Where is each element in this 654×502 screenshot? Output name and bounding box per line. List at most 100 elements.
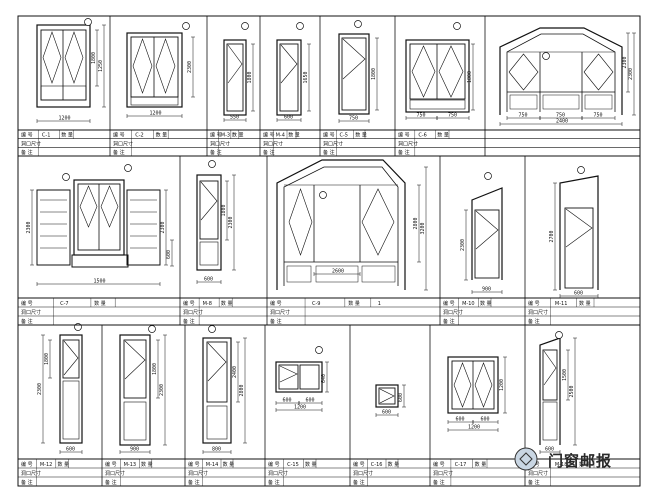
width-dim: 750 [349, 116, 358, 122]
height-dim-2: 2300 [628, 68, 634, 80]
table-size-label: 洞口尺寸 [21, 140, 41, 147]
table-qty-label: 数 量 [61, 132, 73, 139]
table-size-label: 洞口尺寸 [528, 309, 548, 316]
table-qty-label: 数 量 [223, 461, 235, 468]
table-qty-label: 数 量 [232, 132, 244, 139]
width-dim: 600 [574, 291, 583, 297]
table-qty-label: 数 量 [57, 461, 69, 468]
table-note-label: 备 注 [528, 479, 540, 486]
table-code-label: 编 号 [21, 461, 33, 468]
height-dim: 1800 [371, 68, 377, 80]
table-size-label: 洞口尺寸 [528, 470, 548, 477]
table-qty-label: 数 量 [221, 300, 233, 307]
table-code-value: M-12 [40, 462, 52, 468]
table-qty-label: 数 量 [437, 132, 449, 139]
table-size-label: 洞口尺寸 [398, 140, 418, 147]
table-size-label: 洞口尺寸 [263, 140, 283, 147]
table-code-value: M-11 [555, 301, 567, 307]
leader-marker [542, 52, 550, 60]
table-code-value: C-1 [42, 133, 50, 139]
table-code-value: C-2 [135, 133, 143, 139]
height-dim-2: 2300 [37, 383, 43, 395]
table-code-value: M-13 [124, 462, 136, 468]
table-note-label: 备 注 [21, 479, 33, 486]
table-code-label: 编 号 [353, 461, 365, 468]
table-code-label: 编 号 [443, 300, 455, 307]
height-dim-2: 2300 [228, 216, 234, 228]
table-code-value: M-14 [206, 462, 218, 468]
height-dim: 600 [398, 393, 404, 402]
table-note-label: 备 注 [270, 318, 282, 325]
table-size-label: 洞口尺寸 [323, 140, 343, 147]
leader-marker [484, 172, 492, 180]
leader-marker [577, 166, 585, 174]
height-dim: 1650 [303, 71, 309, 83]
height-dim: 1800 [247, 71, 253, 83]
height-dim: 1200 [499, 379, 505, 391]
table-qty-label: 数 量 [388, 461, 400, 468]
table-note-label: 备 注 [21, 318, 33, 325]
height-dim: 640 [321, 374, 327, 383]
table-code-value: M-10 [462, 301, 474, 307]
table-code-label: 编 号 [323, 132, 335, 139]
width-dim: 550 [230, 115, 239, 121]
table-qty-label: 数 量 [480, 300, 492, 307]
height-dim: 1800 [152, 363, 158, 375]
width-dim: 900 [482, 287, 491, 293]
table-note-label: 备 注 [353, 479, 365, 486]
table-code-label: 编 号 [113, 132, 125, 139]
table-qty-label: 数 量 [156, 132, 168, 139]
table-note-label: 备 注 [528, 318, 540, 325]
height-dim-2: 1250 [98, 60, 104, 72]
leader-marker [208, 160, 216, 168]
table-code-label: 编 号 [188, 461, 200, 468]
table-code-label: 编 号 [183, 300, 195, 307]
window-cell-10: 2300 900 [460, 172, 503, 294]
height-dim: 1800 [91, 52, 97, 64]
table-note-label: 备 注 [188, 479, 200, 486]
table-qty-label: 数 量 [579, 300, 591, 307]
leader-marker [148, 325, 156, 333]
leader-marker [182, 22, 190, 30]
table-code-label: 编 号 [21, 132, 33, 139]
table-qty-label: 数 量 [305, 461, 317, 468]
height-dim: 2400 [232, 366, 238, 378]
table-code-label: 编 号 [210, 132, 222, 139]
width-dim: 600 [284, 115, 293, 121]
leader-marker [319, 191, 327, 199]
table-qty-label: 数 量 [288, 132, 300, 139]
table-code-label: 编 号 [21, 300, 33, 307]
table-code-value: C-9 [312, 301, 320, 307]
width-dim: 750 [417, 113, 426, 119]
height-dim: 2300 [460, 239, 466, 251]
height-dim: 2300 [26, 221, 32, 233]
table-code-value: C-15 [287, 462, 299, 468]
width-dim: 1200 [150, 111, 162, 117]
width-dim: 600 [66, 447, 75, 453]
table-size-label: 洞口尺寸 [113, 140, 133, 147]
window-cell-3: 1800 550 [223, 22, 255, 122]
table-code-value: M-8 [203, 301, 212, 307]
table-size-label: 洞口尺寸 [183, 309, 203, 316]
table-size-label: 洞口尺寸 [353, 470, 373, 477]
leader-marker [84, 18, 92, 26]
table-qty-label: 数 量 [348, 300, 360, 307]
leader-marker [208, 325, 216, 333]
width-dim-2: 600 [306, 398, 315, 404]
width-dim: 600 [283, 398, 292, 404]
height-dim: 1500 [562, 369, 568, 381]
